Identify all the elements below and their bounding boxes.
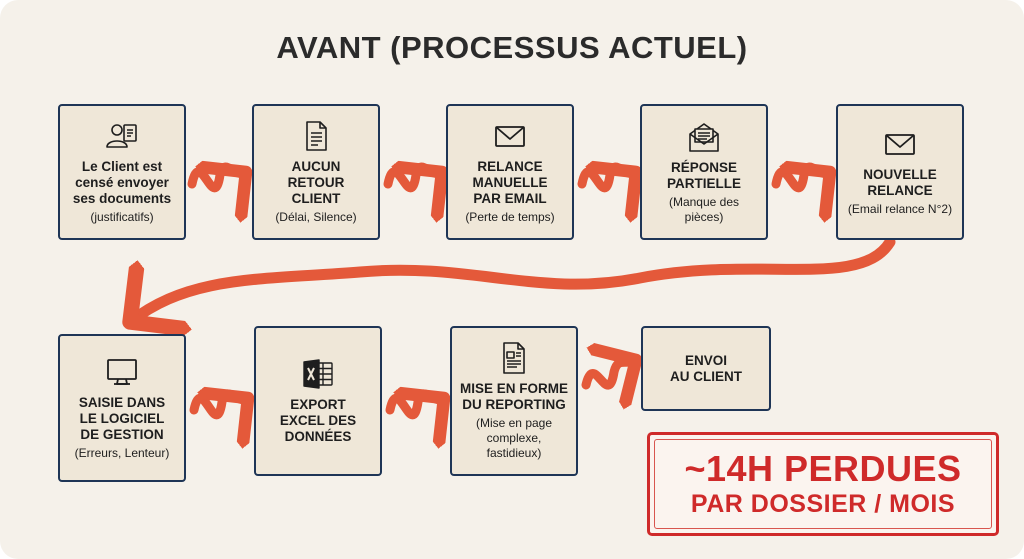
step-manual-email-reminder: RELANCE MANUELLE PAR EMAIL (Perte de tem… — [446, 104, 574, 240]
step-detail: (Manque des pièces) — [668, 194, 740, 224]
envelope-icon — [493, 119, 527, 153]
step-label: SAISIE DANS LE LOGICIEL DE GESTION — [78, 395, 166, 442]
envelope-icon — [883, 127, 917, 161]
monitor-icon — [105, 355, 139, 389]
squiggle-arrow — [581, 360, 636, 385]
step-detail: (Mise en page complexe, fastidieux) — [475, 416, 553, 460]
step-label: RÉPONSE PARTIELLE — [667, 159, 741, 191]
squiggle-arrow — [771, 167, 830, 188]
squiggle-arrow — [383, 167, 442, 188]
step-client-documents: Le Client est censé envoyer ses document… — [58, 104, 186, 240]
step-detail: (justificatifs) — [90, 210, 154, 224]
time-lost-subline: PAR DOSSIER / MOIS — [690, 490, 956, 518]
excel-icon — [301, 357, 335, 391]
step-send-to-client: ENVOI AU CLIENT — [641, 326, 771, 411]
step-detail: (Perte de temps) — [465, 210, 555, 224]
step-label: ENVOI AU CLIENT — [670, 352, 742, 384]
squiggle-arrow — [385, 394, 444, 415]
step-label: MISE EN FORME DU REPORTING — [459, 381, 568, 412]
step-no-client-reply: AUCUN RETOUR CLIENT (Délai, Silence) — [252, 104, 380, 240]
step-label: EXPORT EXCEL DES DONNÉES — [279, 397, 357, 444]
step-detail: (Email relance N°2) — [847, 202, 953, 216]
step-label: AUCUN RETOUR CLIENT — [287, 159, 345, 206]
step-label: NOUVELLE RELANCE — [863, 167, 937, 198]
squiggle-arrow — [187, 167, 246, 188]
user-document-icon — [105, 119, 139, 153]
report-icon — [497, 341, 531, 375]
diagram-title: AVANT (PROCESSUS ACTUEL) — [276, 30, 748, 65]
squiggle-arrow — [577, 167, 636, 188]
step-detail: (Délai, Silence) — [275, 210, 357, 224]
step-label: RELANCE MANUELLE PAR EMAIL — [472, 159, 548, 206]
return-wave-arrow — [130, 236, 896, 322]
step-detail: (Erreurs, Lenteur) — [74, 446, 170, 460]
open-envelope-icon — [687, 120, 721, 154]
step-software-entry: SAISIE DANS LE LOGICIEL DE GESTION (Erre… — [58, 334, 186, 482]
time-lost-headline: ~14H PERDUES — [684, 448, 962, 489]
squiggle-arrow — [189, 394, 248, 415]
step-excel-export: EXPORT EXCEL DES DONNÉES — [254, 326, 382, 476]
document-icon — [299, 119, 333, 153]
step-reporting-formatting: MISE EN FORME DU REPORTING (Mise en page… — [450, 326, 578, 476]
step-partial-response: RÉPONSE PARTIELLE (Manque des pièces) — [640, 104, 768, 240]
time-lost-stamp: ~14H PERDUES PAR DOSSIER / MOIS — [647, 432, 999, 536]
step-new-reminder: NOUVELLE RELANCE (Email relance N°2) — [836, 104, 964, 240]
step-label: Le Client est censé envoyer ses document… — [72, 159, 172, 206]
